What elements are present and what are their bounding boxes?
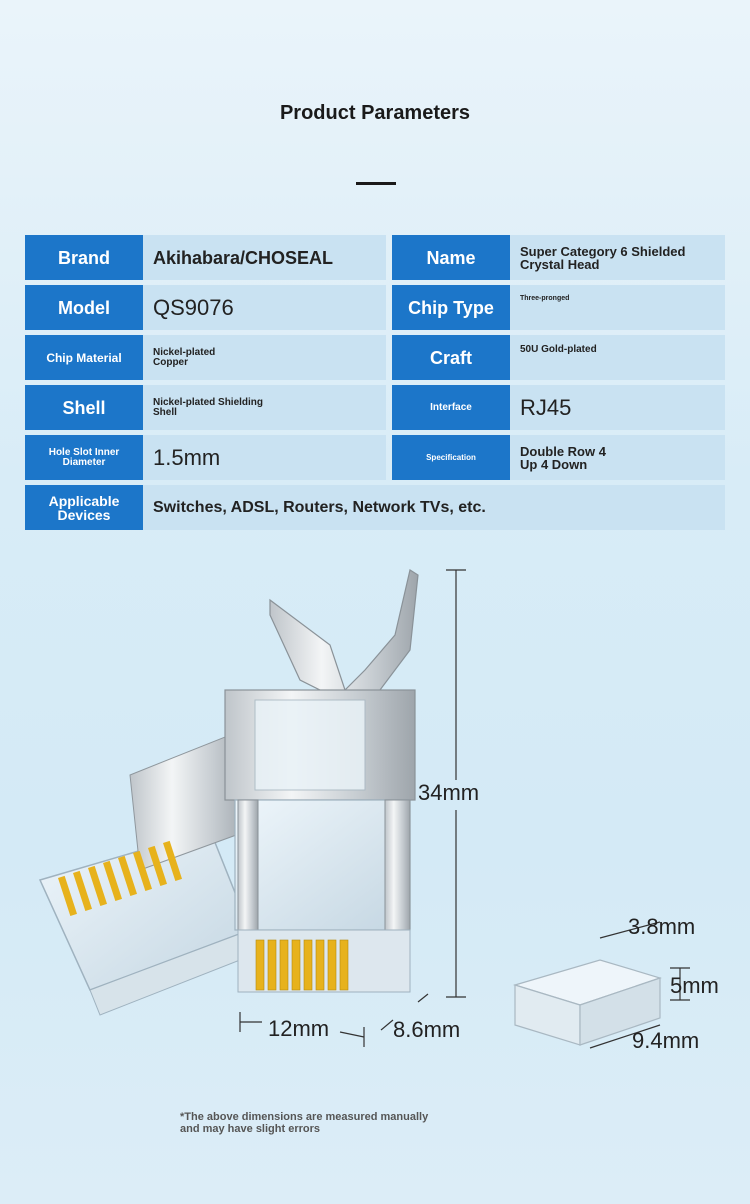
- param-label-model: Model: [25, 285, 143, 330]
- connector-front: [224, 569, 419, 993]
- param-label-shell: Shell: [25, 385, 143, 430]
- dim-insert-height: 5mm: [670, 973, 719, 998]
- param-label-applicable: Applicable Devices: [25, 485, 143, 530]
- dim-height: 34mm: [418, 780, 480, 805]
- param-row: Chip Material Nickel-plated Copper Craft…: [25, 335, 725, 380]
- param-value-name: Super Category 6 Shielded Crystal Head: [510, 235, 725, 280]
- param-value-craft: 50U Gold-plated: [510, 335, 725, 380]
- param-value-applicable: Switches, ADSL, Routers, Network TVs, et…: [143, 485, 725, 530]
- param-row: Model QS9076 Chip Type Three-pronged: [25, 285, 725, 330]
- dim-depth: 8.6mm: [393, 1017, 461, 1042]
- measurement-note: *The above dimensions are measured manua…: [180, 1111, 429, 1135]
- param-label-brand: Brand: [25, 235, 143, 280]
- param-value-shell: Nickel-plated Shielding Shell: [143, 385, 386, 430]
- connector-back: [38, 734, 251, 1016]
- dim-width: 12mm: [268, 1016, 330, 1041]
- param-value-brand: Akihabara/CHOSEAL: [143, 235, 386, 280]
- param-row: Hole Slot Inner Diameter 1.5mm Specifica…: [25, 435, 725, 480]
- product-illustration: [38, 569, 690, 1049]
- param-value-model: QS9076: [143, 285, 386, 330]
- dim-insert-width: 3.8mm: [628, 914, 696, 939]
- title-divider: [356, 182, 396, 185]
- dimension-lines: [239, 569, 690, 1049]
- param-value-specification: Double Row 4 Up 4 Down: [510, 435, 725, 480]
- param-row: Shell Nickel-plated Shielding Shell Inte…: [25, 385, 725, 430]
- page-title: Product Parameters: [279, 102, 471, 124]
- param-value-chip-material: Nickel-plated Copper: [143, 335, 386, 380]
- param-value-interface: RJ45: [510, 385, 725, 430]
- param-label-chip-type: Chip Type: [392, 285, 510, 330]
- param-row: Brand Akihabara/CHOSEAL Name Super Categ…: [25, 235, 725, 280]
- param-label-hole-slot: Hole Slot Inner Diameter: [25, 435, 143, 480]
- param-value-chip-type: Three-pronged: [510, 285, 725, 330]
- insert-piece: [512, 959, 662, 1046]
- param-label-chip-material: Chip Material: [25, 335, 143, 380]
- param-label-interface: Interface: [392, 385, 510, 430]
- param-label-craft: Craft: [392, 335, 510, 380]
- param-label-specification: Specification: [392, 435, 510, 480]
- param-label-name: Name: [392, 235, 510, 280]
- param-value-hole-slot: 1.5mm: [143, 435, 386, 480]
- dim-insert-length: 9.4mm: [632, 1028, 700, 1053]
- param-row: Applicable Devices Switches, ADSL, Route…: [25, 485, 725, 530]
